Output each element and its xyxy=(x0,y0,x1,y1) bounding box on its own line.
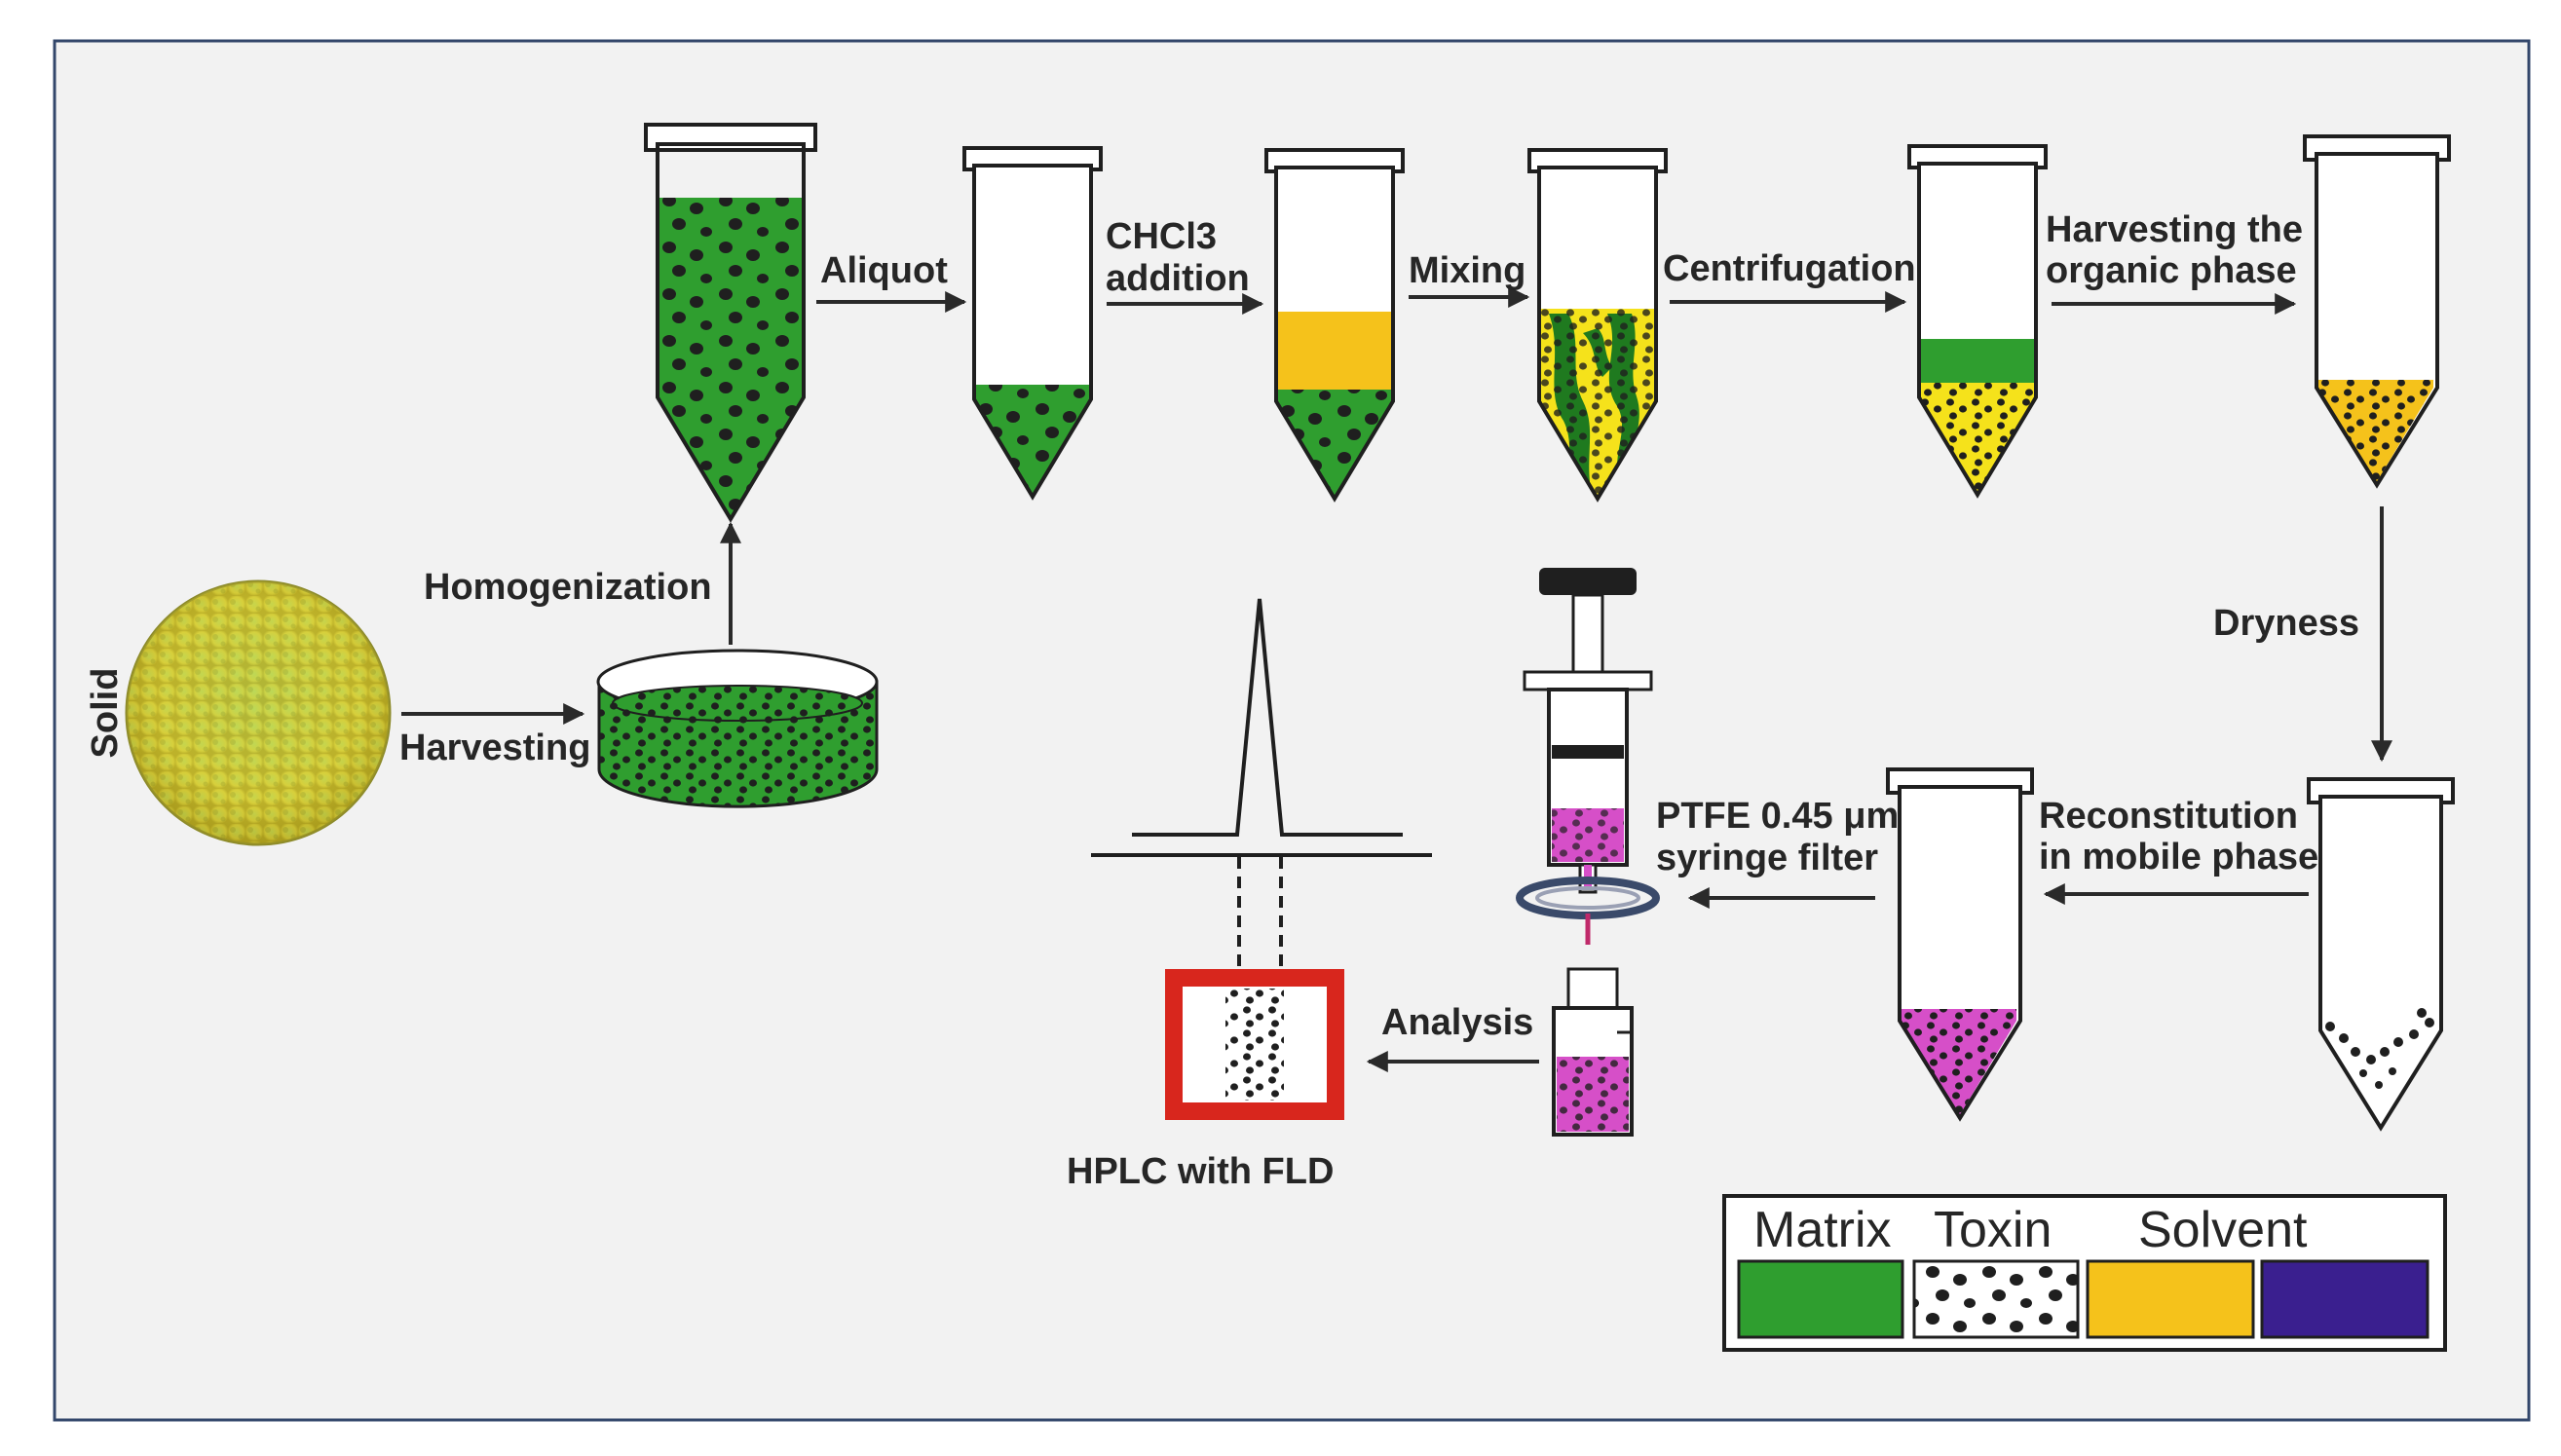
label-mixing: Mixing xyxy=(1409,250,1525,291)
legend-swatch-solvent-yellow xyxy=(2086,1259,2255,1339)
label-centrifugation: Centrifugation xyxy=(1663,248,1916,289)
label-chcl3-line2: addition xyxy=(1106,258,1250,299)
legend-matrix-label: Matrix xyxy=(1753,1202,1892,1258)
solid-sample xyxy=(125,579,392,846)
label-solid: Solid xyxy=(85,668,126,759)
syringe-filter xyxy=(1516,568,1660,945)
legend-swatch-solvent-purple xyxy=(2260,1259,2429,1339)
chromatogram xyxy=(1091,598,1432,969)
label-homogenization: Homogenization xyxy=(424,567,712,608)
label-chcl3-line1: CHCl3 xyxy=(1106,216,1217,257)
label-harvest-organic-line2: organic phase xyxy=(2046,250,2297,291)
label-reconstitution-line2: in mobile phase xyxy=(2039,837,2318,877)
label-harvest-organic-line1: Harvesting the xyxy=(2046,209,2303,250)
petri-dish xyxy=(596,649,879,808)
label-dryness: Dryness xyxy=(2213,603,2359,644)
sample-vial xyxy=(1552,967,1634,1137)
label-hplc: HPLC with FLD xyxy=(1067,1151,1334,1192)
tube-homogenate xyxy=(644,123,817,523)
label-harvesting: Harvesting xyxy=(399,728,590,768)
label-ptfe-line2: syringe filter xyxy=(1656,838,1878,878)
tube-mixed xyxy=(1527,148,1668,503)
label-reconstitution-line1: Reconstitution xyxy=(2039,796,2298,837)
label-ptfe-line1: PTFE 0.45 μm xyxy=(1656,796,1899,837)
label-aliquot: Aliquot xyxy=(820,250,948,291)
hplc-fld-detector xyxy=(1165,969,1344,1120)
legend-toxin-label: Toxin xyxy=(1934,1202,2052,1258)
tube-dry-residue xyxy=(2307,777,2455,1132)
legend: Matrix Toxin Solvent xyxy=(1722,1194,2447,1352)
legend-solvent-label: Solvent xyxy=(2138,1202,2308,1258)
label-analysis: Analysis xyxy=(1381,1002,1533,1043)
legend-swatch-matrix xyxy=(1737,1259,1904,1339)
